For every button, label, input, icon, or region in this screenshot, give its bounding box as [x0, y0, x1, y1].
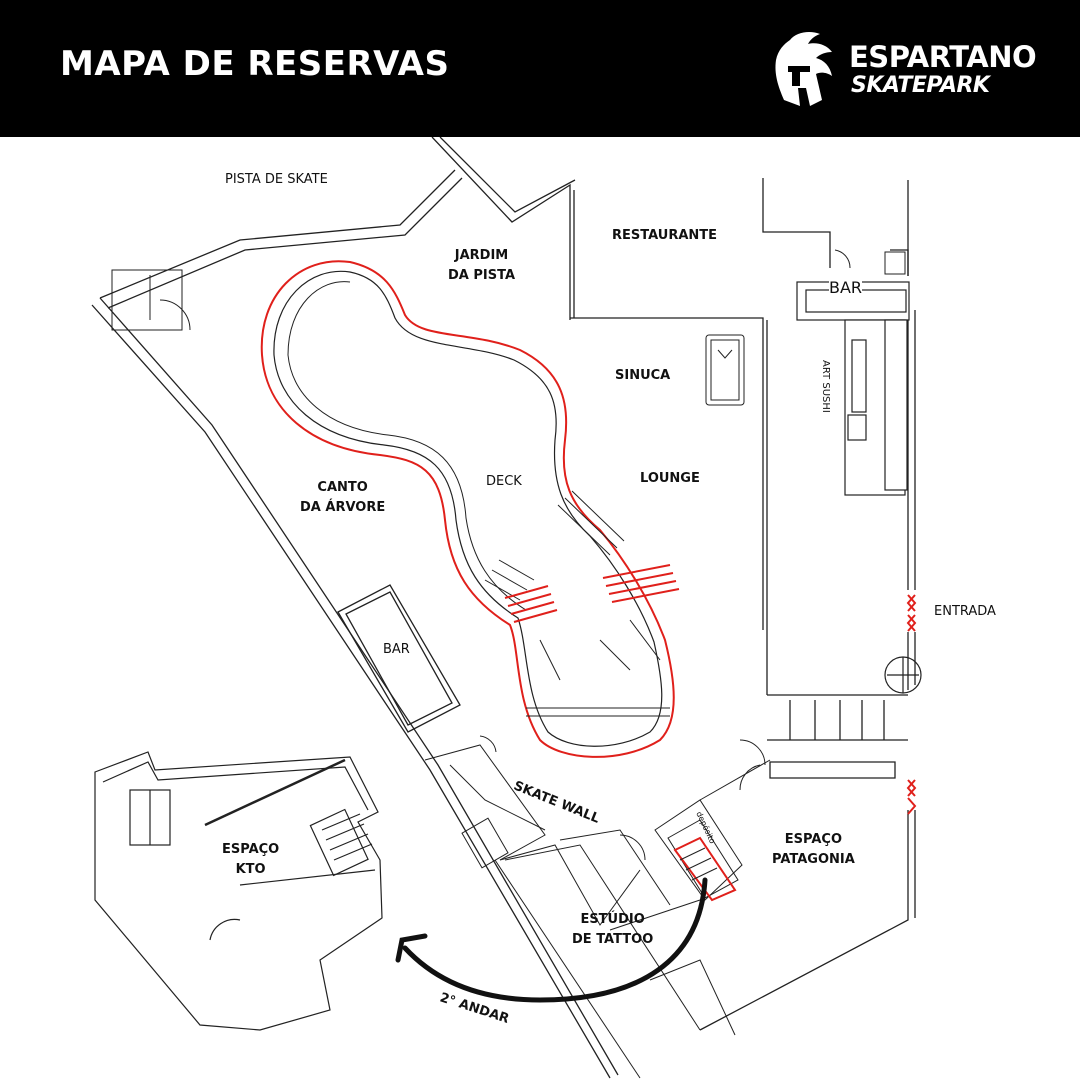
label-lounge: LOUNGE: [640, 471, 700, 486]
label-restaurante: RESTAURANTE: [612, 228, 718, 243]
restaurant-doors: [834, 249, 906, 275]
label-espaco-patagonia: ESPAÇO PATAGONIA: [772, 830, 855, 870]
label-patagonia-line2: PATAGONIA: [772, 852, 855, 867]
label-espaco-kto: ESPAÇO KTO: [222, 840, 279, 880]
label-art-sushi: ART SUSHI: [820, 360, 831, 413]
label-patagonia-line1: ESPAÇO: [784, 832, 843, 847]
label-canto-line2: DA ÁRVORE: [300, 500, 386, 515]
pool-table: [705, 334, 745, 406]
page-title: MAPA DE RESERVAS: [60, 44, 450, 84]
label-sinuca: SINUCA: [615, 368, 671, 383]
label-estudio-de-tattoo: ESTÚDIO DE TATTOO: [572, 910, 653, 950]
label-jardim-da-pista: JARDIM DA PISTA: [448, 246, 515, 286]
bar-left-counter: [337, 584, 461, 733]
header-bar: MAPA DE RESERVAS ESPARTANO SKATEPARK: [0, 0, 1080, 137]
label-entrada: ENTRADA: [934, 604, 996, 619]
label-tattoo-line2: DE TATTOO: [572, 932, 654, 947]
label-bar-top: BAR: [829, 278, 863, 298]
label-canto-da-arvore: CANTO DA ÁRVORE: [300, 478, 385, 518]
label-jardim-line1: JARDIM: [454, 248, 509, 263]
second-floor-arrow: [395, 877, 708, 1003]
entrance-doors: [906, 594, 917, 815]
espaco-kto-building: [94, 751, 383, 1031]
label-pista-de-skate: PISTA DE SKATE: [225, 172, 328, 187]
brand-subtitle: SKATEPARK: [851, 73, 990, 98]
lower-rooms: [494, 739, 771, 1079]
label-canto-line1: CANTO: [317, 480, 368, 495]
brand-name: ESPARTANO: [849, 40, 1037, 74]
label-kto-line1: ESPAÇO: [222, 842, 280, 857]
label-bar-left: BAR: [383, 642, 410, 657]
floor-plan: [91, 137, 922, 1079]
top-left-door: [111, 269, 191, 331]
label-kto-line2: KTO: [235, 862, 266, 877]
spartan-helmet-icon: [775, 32, 832, 106]
label-tattoo-line1: ESTÚDIO: [580, 912, 645, 927]
label-deck: DECK: [486, 474, 522, 489]
deposito-room: [667, 819, 739, 902]
deck-bowl: [260, 260, 680, 758]
skate-wall-block: [424, 735, 671, 926]
outer-walls: [91, 137, 916, 1079]
label-jardim-line2: DA PISTA: [448, 268, 516, 283]
bar-counter: [796, 281, 910, 496]
revolving-door: [884, 656, 922, 694]
